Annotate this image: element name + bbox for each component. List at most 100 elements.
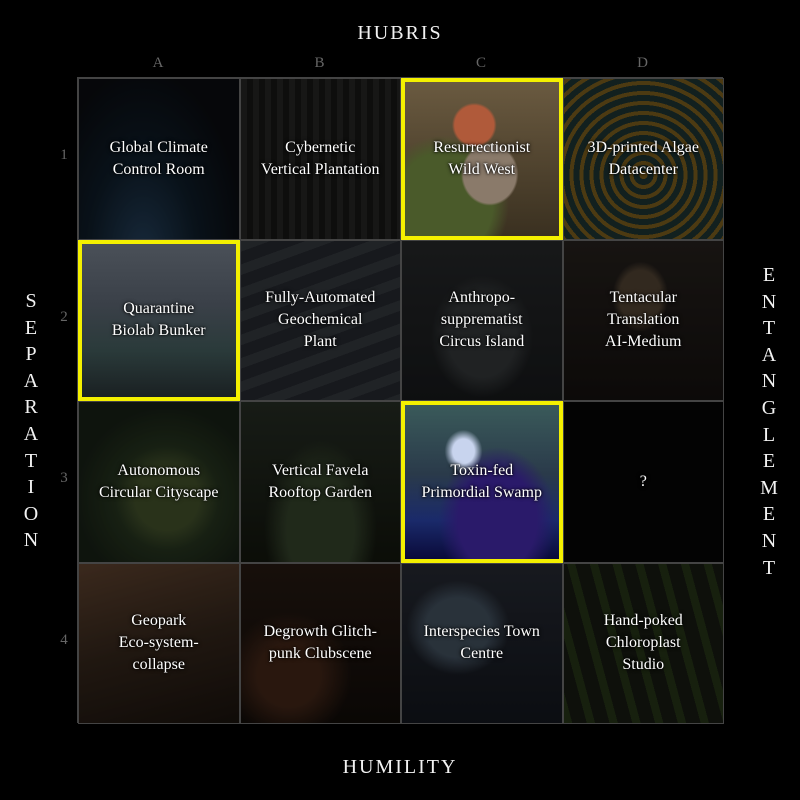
separation-letter: I	[27, 476, 35, 499]
scenario-cell-unknown[interactable]: ?	[562, 401, 724, 563]
scenario-image	[405, 82, 559, 236]
scenario-label-line: Plant	[303, 333, 337, 351]
row-label-3: 3	[60, 470, 68, 486]
column-label-d: D	[637, 55, 648, 71]
scenario-image	[402, 563, 562, 723]
entanglement-letter: E	[762, 503, 776, 526]
scenario-label-line: 3D-printed Algae	[587, 138, 700, 156]
scenario-label-line: Chloroplast	[605, 634, 681, 652]
axis-label-hubris: HUBRIS	[357, 22, 443, 44]
scenario-label-line: Vertical Favela	[272, 461, 369, 479]
entanglement-letter: T	[762, 556, 776, 579]
scenario-image	[563, 402, 723, 562]
scenario-label-line: Toxin-fed	[450, 461, 514, 479]
scenario-image	[402, 240, 562, 400]
scenario-label-line: Resurrectionist	[433, 138, 531, 156]
axis-label-humility: HUMILITY	[342, 756, 458, 778]
scenario-image	[563, 79, 723, 239]
scenario-image	[240, 79, 400, 239]
scenario-image	[79, 563, 239, 723]
scenario-label-line: Cybernetic	[285, 138, 356, 156]
separation-letter: T	[24, 449, 38, 472]
scenario-label-line: Interspecies Town	[423, 623, 540, 641]
separation-letter: R	[24, 396, 38, 419]
scenario-label-line: Circular Cityscape	[98, 483, 219, 501]
scenario-label-line: Quarantine	[123, 300, 195, 318]
scenario-label-line: Studio	[622, 656, 665, 674]
scenario-label-line: Datacenter	[608, 160, 678, 178]
separation-letter: S	[25, 290, 37, 312]
scenario-label-line: Vertical Plantation	[260, 160, 380, 178]
entanglement-letter: A	[761, 343, 777, 366]
row-label-2: 2	[60, 308, 68, 325]
scenario-label-line: AI-Medium	[605, 333, 682, 351]
scenario-label-line: Global Climate	[109, 138, 208, 156]
scenario-cell-degrowth-glitch-punk-clubscene[interactable]: Degrowth Glitch-punk Clubscene	[239, 562, 401, 724]
scenario-label-line: collapse	[132, 656, 185, 674]
scenario-label-line: Primordial Swamp	[421, 483, 542, 501]
scenario-image	[563, 563, 723, 723]
scenario-label-line: Wild West	[448, 160, 516, 178]
scenario-label-line: punk Clubscene	[268, 645, 372, 663]
column-label-c: C	[475, 55, 486, 71]
scenario-label-line: Biolab Bunker	[111, 322, 206, 340]
scenario-label: Degrowth Glitch-punk Clubscene	[260, 621, 381, 665]
scenario-label-line: Anthropo-	[448, 289, 516, 307]
entanglement-letter: N	[761, 290, 777, 313]
scenario-image	[240, 563, 400, 723]
entanglement-letter: E	[762, 264, 776, 286]
scenario-image	[79, 79, 239, 239]
scenario-label-line: Centre	[460, 645, 504, 663]
scenario-label-line: Translation	[607, 311, 680, 329]
row-label-4: 4	[60, 631, 68, 648]
scenario-label-line: Fully-Automated	[265, 289, 376, 307]
scenario-image	[240, 402, 400, 562]
separation-letter: E	[24, 316, 38, 339]
scenario-label-line: Autonomous	[117, 461, 201, 479]
scenario-label-line: ?	[639, 472, 647, 490]
scenario-label-line: Geopark	[131, 612, 187, 630]
separation-letter: P	[25, 343, 37, 366]
entanglement-letter: M	[760, 476, 778, 499]
scenario-label-line: Control Room	[112, 160, 205, 178]
separation-letter: O	[23, 502, 39, 525]
column-label-b: B	[314, 55, 325, 71]
separation-letter: A	[23, 422, 39, 445]
entanglement-letter: N	[761, 529, 777, 552]
scenario-image	[82, 243, 236, 397]
scenario-label-line: Tentacular	[609, 289, 677, 307]
scenario-label-line: Hand-poked	[603, 612, 683, 630]
separation-letter: A	[23, 369, 39, 392]
column-label-a: A	[152, 55, 164, 71]
